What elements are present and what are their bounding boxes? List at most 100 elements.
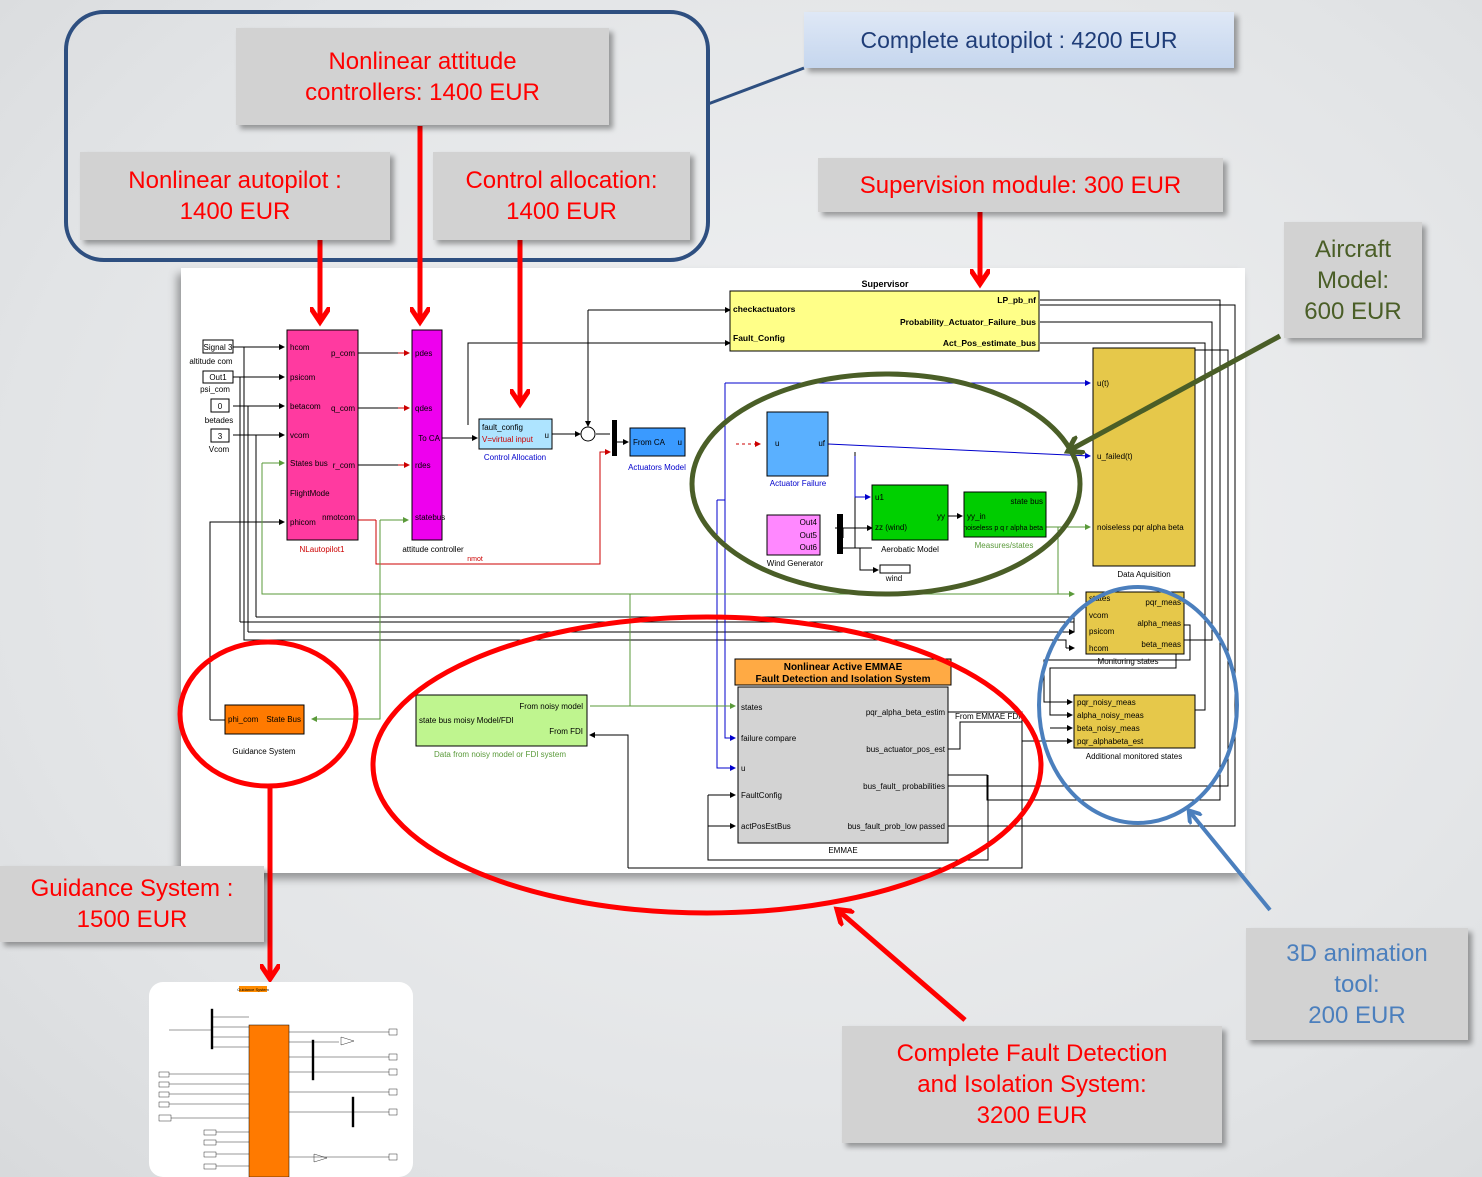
svg-text:states: states (741, 703, 762, 712)
actuators-model-block[interactable]: From CA u Actuators Model (628, 427, 686, 472)
svg-text:failure compare: failure compare (741, 734, 797, 743)
aerobatic-model-block[interactable]: u1 zz (wind) yy Aerobatic Model (871, 484, 949, 554)
nl-autopilot-label: NLautopilot1 (300, 545, 345, 554)
svg-text:vcom: vcom (290, 431, 309, 440)
svg-text:pdes: pdes (415, 349, 432, 358)
data-noisy-block[interactable]: state bus moisy Model/FDI From noisy mod… (415, 694, 588, 759)
svg-text:u1: u1 (875, 493, 884, 502)
callout-guidance: Guidance System :1500 EUR (0, 866, 264, 942)
svg-text:V=virtual input: V=virtual input (482, 435, 534, 444)
actuator-failure-label: Actuator Failure (770, 479, 827, 488)
svg-text:phicom: phicom (290, 518, 316, 527)
svg-text:Act_Pos_estimate_bus: Act_Pos_estimate_bus (943, 338, 1036, 348)
nl-autopilot-block[interactable]: hcom psicom betacom vcom States bus Flig… (286, 329, 359, 554)
svg-text:state bus: state bus (1011, 497, 1043, 506)
svg-text:pqr_meas: pqr_meas (1145, 598, 1181, 607)
svg-text:FlightMode: FlightMode (290, 489, 330, 498)
supervisor-block[interactable]: Supervisor checkactuators Fault_Config L… (729, 279, 1040, 352)
svg-text:beta_meas: beta_meas (1141, 640, 1181, 649)
svg-text:yy_in: yy_in (967, 512, 986, 521)
svg-text:beta_noisy_meas: beta_noisy_meas (1077, 724, 1140, 733)
aerobatic-label: Aerobatic Model (881, 545, 939, 554)
actuator-failure-block[interactable]: u uf Actuator Failure (766, 411, 829, 488)
altitude-label: altitude com (189, 357, 232, 366)
svg-text:states: states (1089, 594, 1110, 603)
guidance-label: Guidance System (232, 747, 295, 756)
guidance-subsystem-thumbnail: Guidance System (149, 982, 413, 1177)
svg-text:uf: uf (818, 439, 825, 448)
svg-text:psicom: psicom (290, 373, 316, 382)
svg-text:State Bus: State Bus (266, 715, 301, 724)
beta-source: 0 (218, 402, 223, 411)
sum-block (580, 426, 596, 442)
attitude-controller-block[interactable]: pdes qdes rdes statebus To CA attitude c… (402, 329, 464, 554)
svg-text:phi_com: phi_com (228, 715, 259, 724)
svg-text:alpha_meas: alpha_meas (1137, 619, 1181, 628)
guidance-system-block[interactable]: phi_com State Bus Guidance System (224, 704, 305, 756)
monitoring-states-block[interactable]: states vcom psicom hcom pqr_meas alpha_m… (1085, 591, 1185, 666)
callout-complete-autopilot: Complete autopilot : 4200 EUR (804, 12, 1234, 68)
svg-text:statebus: statebus (415, 513, 445, 522)
svg-text:r_com: r_com (333, 461, 356, 470)
callout-control-allocation: Control allocation:1400 EUR (433, 152, 690, 240)
svg-text:psicom: psicom (1089, 627, 1115, 636)
control-allocation-label: Control Allocation (484, 453, 546, 462)
supervisor-title: Supervisor (861, 279, 909, 289)
svg-text:yy: yy (937, 512, 945, 521)
svg-text:bus_actuator_pos_est: bus_actuator_pos_est (866, 745, 946, 754)
wind-generator-label: Wind Generator (767, 559, 824, 568)
psi-source: Out1 (209, 373, 227, 382)
control-allocation-block[interactable]: fault_config V=virtual input u Control A… (478, 418, 553, 462)
svg-text:pqr_noisy_meas: pqr_noisy_meas (1077, 698, 1136, 707)
svg-text:betacom: betacom (290, 402, 321, 411)
wind-mux (837, 514, 843, 554)
svg-text:bus_fault_ probabilities: bus_fault_ probabilities (863, 782, 945, 791)
svg-text:u: u (775, 439, 779, 448)
simulink-diagram: Signal 3 altitude com Out1 psi_com 0 bet… (189, 279, 1236, 869)
data-acquisition-block[interactable]: u(t) u_failed(t) noiseless pqr alpha bet… (1092, 347, 1196, 579)
svg-text:p_com: p_com (331, 349, 355, 358)
data-acquisition-label: Data Aquisition (1117, 570, 1170, 579)
svg-text:pqr_alpha_beta_estim: pqr_alpha_beta_estim (866, 708, 946, 717)
thumbnail-title: Guidance System (237, 987, 269, 992)
svg-text:state bus moisy Model/FDI: state bus moisy Model/FDI (419, 716, 514, 725)
svg-text:From noisy model: From noisy model (519, 702, 583, 711)
svg-text:u: u (545, 431, 549, 440)
simulink-model-canvas: Signal 3 altitude com Out1 psi_com 0 bet… (181, 268, 1245, 873)
emmae-title-1: Nonlinear Active EMMAE (784, 662, 903, 673)
svg-text:noiseless pqr alpha beta: noiseless pqr alpha beta (1097, 523, 1184, 532)
svg-text:Out6: Out6 (800, 543, 818, 552)
svg-text:qdes: qdes (415, 404, 432, 413)
data-noisy-label: Data from noisy model or FDI system (434, 750, 566, 759)
svg-text:vcom: vcom (1089, 611, 1108, 620)
measures-label: Measures/states (975, 541, 1034, 550)
svg-text:q_com: q_com (331, 404, 355, 413)
emmae-title-2: Fault Detection and Isolation System (755, 674, 930, 685)
svg-text:LP_pb_nf: LP_pb_nf (997, 295, 1036, 305)
additional-monitored-block[interactable]: pqr_noisy_meas alpha_noisy_meas beta_noi… (1073, 694, 1196, 761)
from-emmae-label: From EMMAE FDI (955, 712, 1020, 721)
input-sources: Signal 3 altitude com Out1 psi_com 0 bet… (189, 339, 234, 454)
svg-text:FaultConfig: FaultConfig (741, 791, 782, 800)
svg-text:rdes: rdes (415, 461, 431, 470)
svg-text:pqr_alphabeta_est: pqr_alphabeta_est (1077, 737, 1144, 746)
svg-text:Out5: Out5 (800, 531, 818, 540)
svg-text:To CA: To CA (418, 434, 440, 443)
svg-text:From CA: From CA (633, 438, 666, 447)
svg-text:u(t): u(t) (1097, 379, 1109, 388)
svg-text:u: u (678, 438, 682, 447)
psi-label: psi_com (200, 385, 230, 394)
callout-supervision: Supervision module: 300 EUR (818, 158, 1223, 212)
v-source: 3 (218, 432, 223, 441)
svg-text:zz (wind): zz (wind) (875, 523, 907, 532)
svg-text:u: u (741, 764, 745, 773)
wind-scope (879, 564, 911, 574)
black-signal-lines (209, 299, 1236, 869)
svg-text:checkactuators: checkactuators (733, 304, 796, 314)
svg-text:From FDI: From FDI (549, 727, 583, 736)
wind-generator-block[interactable]: Out4 Out5 Out6 Wind Generator (766, 514, 824, 568)
measures-states-block[interactable]: yy_in state bus noiseless p q r alpha be… (963, 491, 1047, 550)
